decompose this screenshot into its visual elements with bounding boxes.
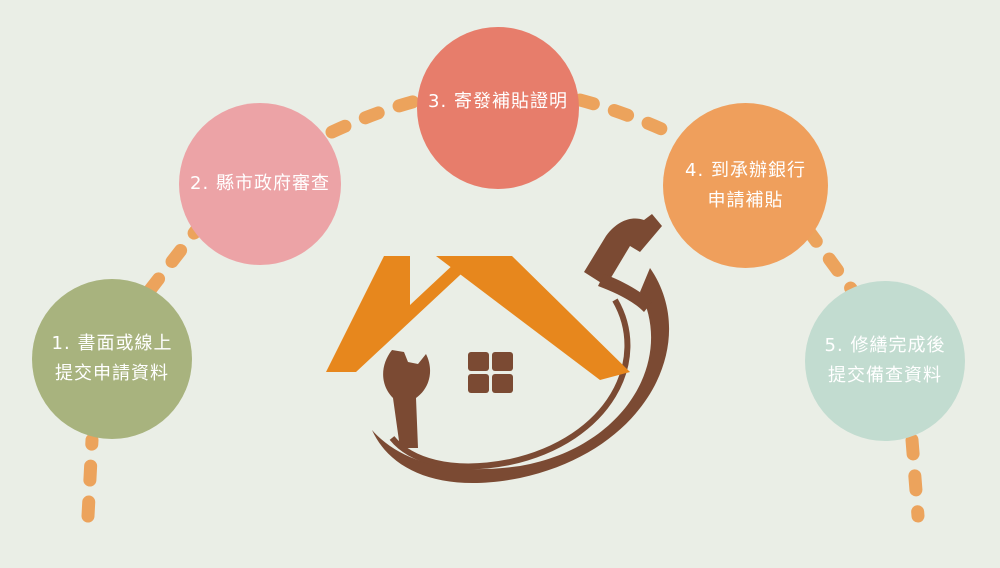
- swoosh-arc-thin: [389, 298, 631, 470]
- step-2-circle: 2. 縣市政府審查: [179, 103, 341, 265]
- step-5-line2: 提交備查資料: [828, 365, 942, 386]
- house-repair-icon: [326, 214, 670, 484]
- step-4-circle: 4. 到承辦銀行 申請補貼: [663, 103, 828, 268]
- connector-1-2: [143, 221, 205, 297]
- dashed-path: [81, 93, 925, 523]
- step-2-text: 2. 縣市政府審查: [190, 169, 330, 199]
- connector-3-4: [573, 93, 682, 142]
- step-3-text: 3. 寄發補貼證明: [428, 87, 568, 117]
- step-4-line2: 申請補貼: [707, 189, 784, 211]
- step-1-circle: 1. 書面或線上 提交申請資料: [32, 279, 192, 439]
- step-1-line1: 1. 書面或線上: [51, 333, 173, 354]
- connector-left-bottom: [81, 433, 99, 523]
- step-5-circle: 5. 修繕完成後 提交備查資料: [805, 281, 965, 441]
- step-5-text: 5. 修繕完成後 提交備查資料: [825, 331, 946, 391]
- step-3-line1: 3. 寄發補貼證明: [428, 91, 568, 112]
- wrench-icon: [383, 350, 431, 448]
- step-1-text: 1. 書面或線上 提交申請資料: [52, 329, 173, 389]
- step-3-circle: 3. 寄發補貼證明: [417, 27, 579, 189]
- connector-4-5: [801, 223, 859, 297]
- window-icon: [468, 352, 513, 393]
- step-1-line2: 提交申請資料: [55, 363, 169, 384]
- hammer-icon: [584, 214, 662, 312]
- roof-left: [326, 256, 474, 372]
- connector-2-3: [325, 93, 427, 139]
- step-2-line1: 2. 縣市政府審查: [190, 173, 330, 194]
- connector-right-bottom: [905, 433, 925, 523]
- step-4-line1: 4. 到承辦銀行: [685, 159, 806, 181]
- roof-right: [436, 256, 630, 380]
- swoosh-arc: [372, 268, 670, 484]
- step-5-line1: 5. 修繕完成後: [824, 335, 946, 356]
- step-4-text: 4. 到承辦銀行 申請補貼: [685, 156, 806, 216]
